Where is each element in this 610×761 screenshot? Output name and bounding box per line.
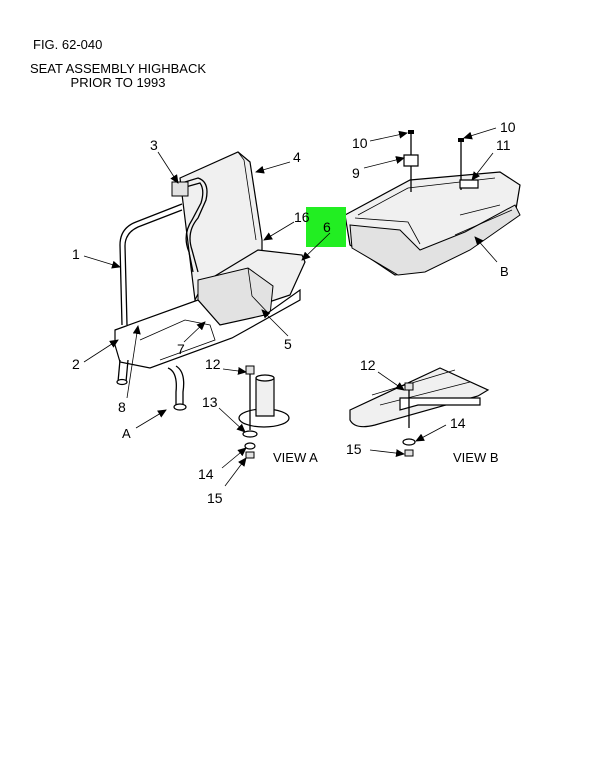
view-a-washer bbox=[242, 430, 258, 438]
callout-14-view-b: 14 bbox=[450, 415, 466, 431]
highlight-box bbox=[306, 207, 346, 247]
view-b-drawing bbox=[349, 367, 490, 457]
view-a-post bbox=[255, 377, 275, 417]
callout-14-view-a: 14 bbox=[198, 466, 214, 482]
view-a-title: VIEW A bbox=[273, 450, 318, 465]
callout-12-view-a: 12 bbox=[205, 356, 221, 372]
callout-3: 3 bbox=[150, 137, 158, 153]
callout-15-view-a: 15 bbox=[207, 490, 223, 506]
seat-strap bbox=[174, 177, 208, 273]
view-a-drawing bbox=[238, 365, 290, 459]
callout-15-view-b: 15 bbox=[346, 441, 362, 457]
seat-leg-front bbox=[167, 367, 177, 405]
view-b-rail bbox=[349, 367, 490, 428]
seat-frame-tube bbox=[119, 203, 183, 326]
callout-9: 9 bbox=[352, 165, 360, 181]
callout-4: 4 bbox=[293, 149, 301, 165]
callout-2: 2 bbox=[72, 356, 80, 372]
callout-11: 11 bbox=[496, 137, 511, 153]
view-b-nut bbox=[404, 449, 414, 457]
view-b-title: VIEW B bbox=[453, 450, 499, 465]
figure-title: SEAT ASSEMBLY HIGHBACK PRIOR TO 1993 bbox=[28, 62, 208, 90]
seat-underside-inset bbox=[344, 130, 521, 276]
callout-5: 5 bbox=[284, 336, 292, 352]
callout-1: 1 bbox=[72, 246, 80, 262]
seat-pan bbox=[114, 288, 301, 369]
seat-assembly-drawing bbox=[114, 151, 306, 411]
callout-10-right: 10 bbox=[500, 119, 516, 135]
callout-13: 13 bbox=[202, 394, 218, 410]
figure-number: FIG. 62-040 bbox=[33, 37, 103, 52]
callout-16: 16 bbox=[294, 209, 310, 225]
callout-7: 7 bbox=[177, 341, 185, 357]
callout-10-left: 10 bbox=[352, 135, 368, 151]
title-line-1: SEAT ASSEMBLY HIGHBACK bbox=[29, 61, 207, 76]
view-a-nut bbox=[245, 451, 255, 459]
callout-6: 6 bbox=[323, 219, 331, 235]
seat-leg-left bbox=[117, 359, 121, 383]
view-ref-a: A bbox=[122, 426, 131, 441]
callout-8: 8 bbox=[118, 399, 126, 415]
view-ref-b: B bbox=[500, 264, 509, 279]
view-b-washer bbox=[402, 438, 416, 446]
title-line-2: PRIOR TO 1993 bbox=[70, 75, 166, 90]
leader-lines bbox=[83, 127, 498, 487]
callout-labels: 1 2 3 4 5 6 7 8 9 10 10 11 12 12 13 14 1… bbox=[72, 119, 516, 506]
callout-12-view-b: 12 bbox=[360, 357, 376, 373]
